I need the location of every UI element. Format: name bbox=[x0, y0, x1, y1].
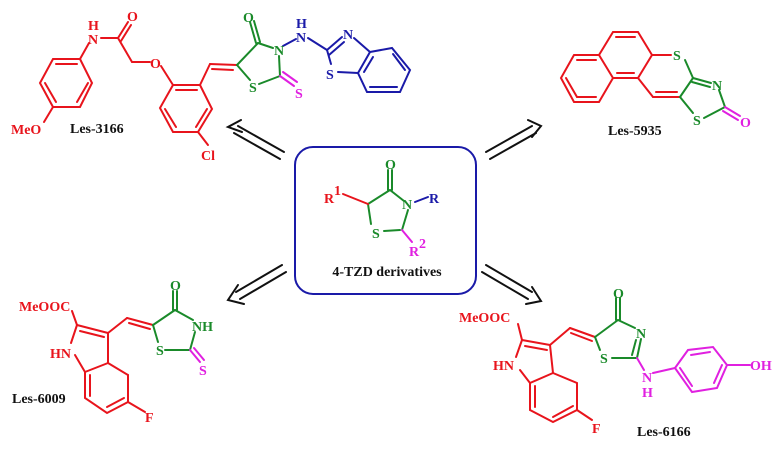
arrow-to-les-3166 bbox=[225, 119, 285, 160]
thiopyran-sulfur: S bbox=[673, 49, 681, 64]
center-core-structure: O N S R R 1 R 2 4-TZD derivatives bbox=[294, 146, 477, 295]
amino-hydrogen: H bbox=[642, 386, 653, 401]
compound-les-3166: H N O O MeO Cl O N S S H N N S Les-3166 bbox=[11, 10, 412, 164]
core-r-group: R bbox=[429, 192, 440, 207]
compound-label-les-6009: Les-6009 bbox=[12, 392, 66, 407]
arrow-to-les-6166 bbox=[481, 264, 543, 305]
methoxy-group: MeO bbox=[11, 123, 41, 138]
core-label: 4-TZD derivatives bbox=[332, 265, 442, 280]
ether-oxygen: O bbox=[150, 57, 161, 72]
fluoro-group: F bbox=[592, 422, 601, 437]
compound-label-les-3166: Les-3166 bbox=[70, 122, 124, 137]
rhodanine-nh: NH bbox=[192, 320, 213, 335]
thioxo-sulfur: S bbox=[199, 364, 207, 379]
rhodanine-sulfur: S bbox=[249, 81, 257, 96]
thiazole-nitrogen: N bbox=[712, 79, 722, 94]
ester-group: MeOOC bbox=[459, 311, 510, 326]
fluoro-group: F bbox=[145, 411, 154, 426]
carbonyl-oxygen: O bbox=[740, 116, 751, 131]
hydrazino-hydrogen: H bbox=[296, 17, 307, 32]
thiazole-sulfur: S bbox=[693, 114, 701, 129]
thiazolone-sulfur: S bbox=[600, 352, 608, 367]
hydrazino-nitrogen: N bbox=[296, 31, 306, 46]
amide-hydrogen: H bbox=[88, 19, 99, 34]
core-box bbox=[294, 146, 477, 295]
hydroxyl-group: OH bbox=[750, 359, 772, 374]
core-r2-group: R bbox=[409, 245, 420, 260]
thiazolone-nitrogen: N bbox=[636, 327, 646, 342]
amide-nitrogen: N bbox=[88, 33, 98, 48]
core-sulfur: S bbox=[372, 227, 380, 242]
compound-label-les-5935: Les-5935 bbox=[608, 124, 662, 139]
amide-oxygen: O bbox=[127, 10, 138, 25]
indole-nh: HN bbox=[493, 359, 514, 374]
benzothiazole-sulfur: S bbox=[326, 68, 334, 83]
compound-les-6166: MeOOC HN F O N S N H OH Les-6166 bbox=[459, 287, 772, 440]
rhodanine-sulfur: S bbox=[156, 344, 164, 359]
thioxo-sulfur: S bbox=[295, 87, 303, 102]
chloro-group: Cl bbox=[201, 149, 215, 164]
compound-label-les-6166: Les-6166 bbox=[637, 425, 691, 440]
amino-nitrogen: N bbox=[642, 371, 652, 386]
benzothiazole-nitrogen: N bbox=[343, 28, 353, 43]
thiazolone-oxygen: O bbox=[613, 287, 624, 302]
indole-nh: HN bbox=[50, 347, 71, 362]
ester-group: MeOOC bbox=[19, 300, 70, 315]
core-r1-group: R bbox=[324, 192, 335, 207]
rhodanine-oxygen: O bbox=[170, 279, 181, 294]
core-r2-superscript: 2 bbox=[419, 237, 426, 252]
rhodanine-oxygen: O bbox=[243, 11, 254, 26]
rhodanine-nitrogen: N bbox=[274, 44, 284, 59]
core-oxygen: O bbox=[385, 158, 396, 173]
arrow-to-les-5935 bbox=[485, 119, 543, 160]
arrow-to-les-6009 bbox=[226, 264, 287, 305]
compound-les-6009: MeOOC HN F O NH S S Les-6009 bbox=[12, 279, 213, 426]
compound-les-5935: S N S O Les-5935 bbox=[559, 31, 751, 139]
core-nitrogen: N bbox=[402, 198, 412, 213]
core-r1-superscript: 1 bbox=[334, 184, 341, 199]
